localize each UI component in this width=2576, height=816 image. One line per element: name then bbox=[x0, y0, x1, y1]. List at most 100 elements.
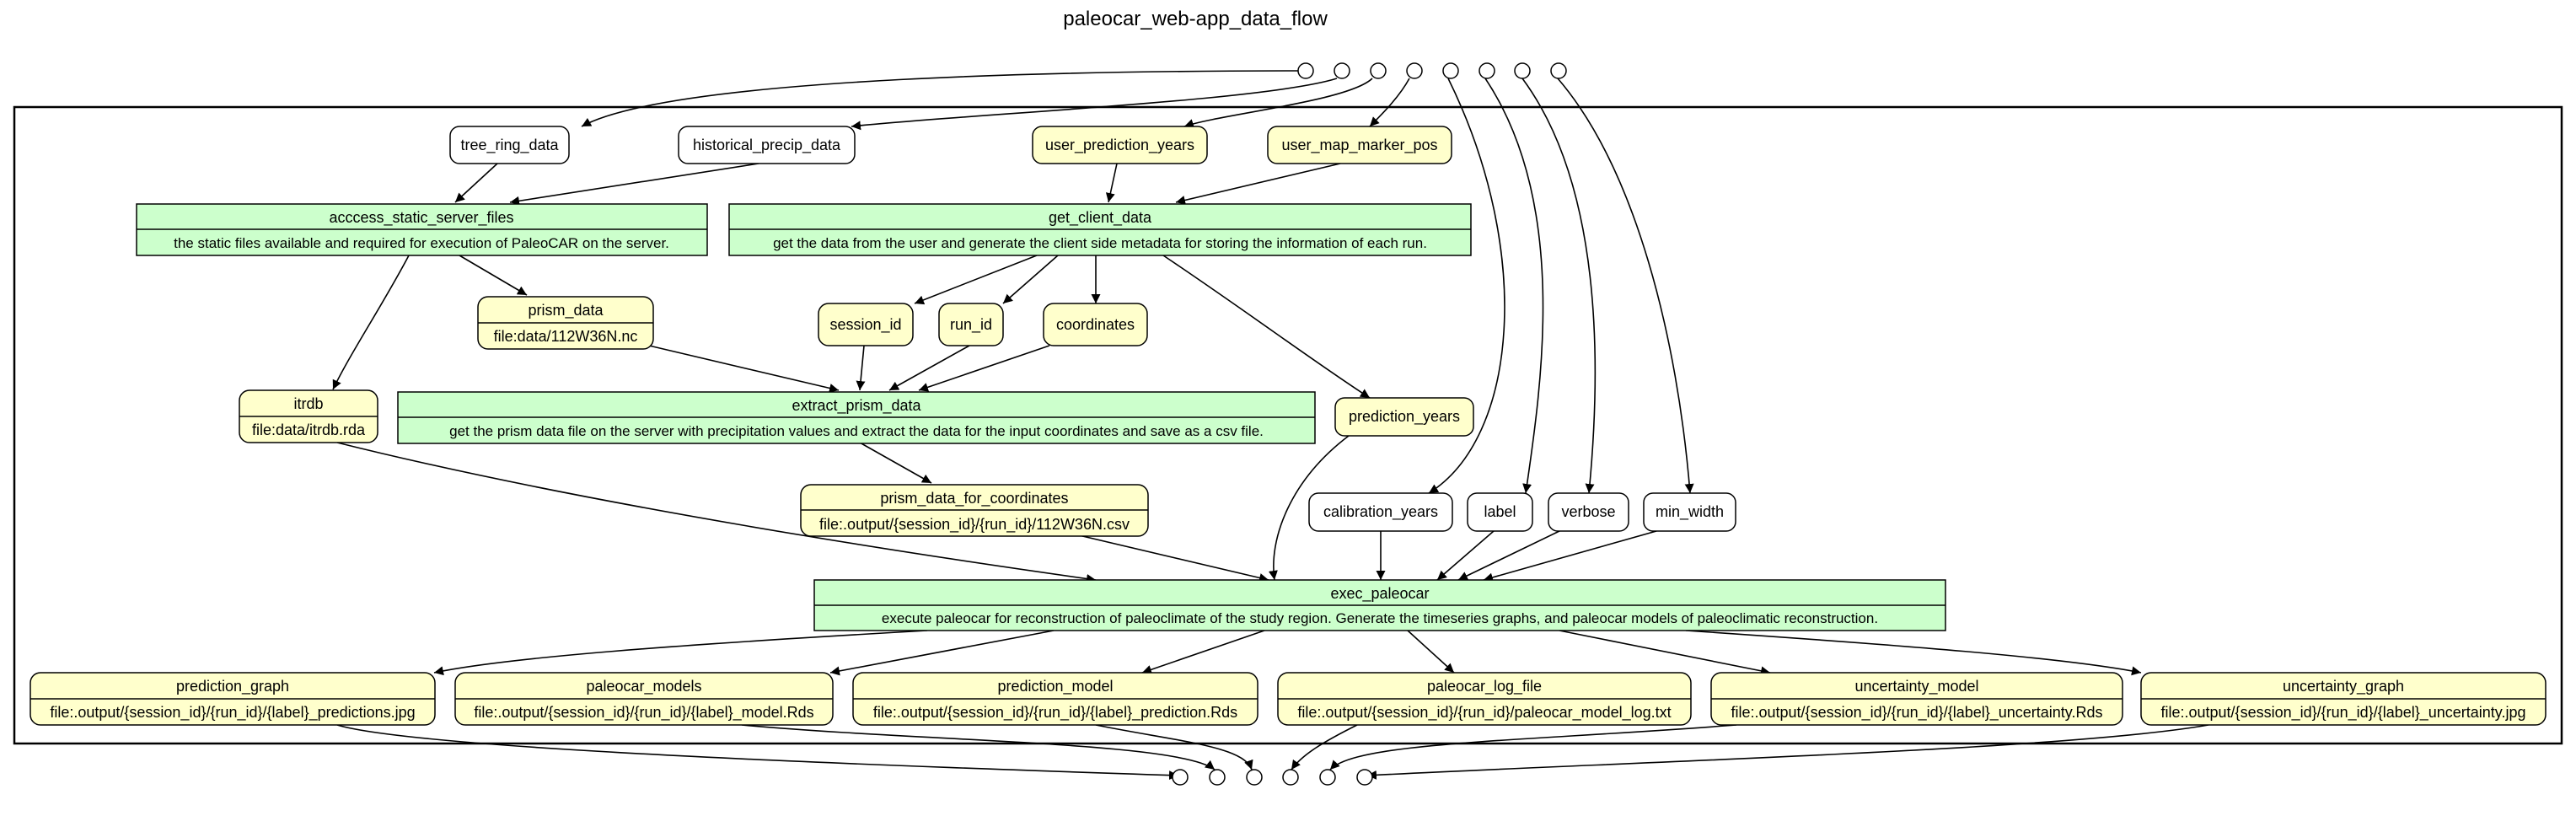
output-port[interactable] bbox=[1356, 769, 1373, 786]
node-label: paleocar_log_file bbox=[1427, 678, 1542, 695]
data-prediction-graph[interactable]: prediction_graph file:.output/{session_i… bbox=[30, 672, 436, 726]
param-min-width[interactable]: min_width bbox=[1643, 492, 1736, 532]
input-port[interactable] bbox=[1297, 62, 1314, 79]
input-port[interactable] bbox=[1442, 62, 1459, 79]
data-prediction-years[interactable]: prediction_years bbox=[1334, 397, 1474, 437]
edge-out-prediction-graph bbox=[336, 724, 1179, 781]
params: tree_ring_data historical_precip_data ca… bbox=[449, 126, 1736, 532]
input-port[interactable] bbox=[1406, 62, 1423, 79]
edge-out-paleocar-models bbox=[741, 724, 1216, 770]
node-file-path: file:.output/{session_id}/{run_id}/{labe… bbox=[50, 704, 415, 722]
process-description: the static files available and required … bbox=[174, 235, 669, 251]
data-uncertainty-model[interactable]: uncertainty_model file:.output/{session_… bbox=[1710, 672, 2123, 726]
edge-itrdb-to-exec bbox=[336, 442, 1097, 583]
edge-exec-to-uncertainty-model bbox=[1559, 630, 1771, 676]
edge-exec-to-prediction-model bbox=[1141, 630, 1265, 674]
edge-exec-to-paleocar-models bbox=[829, 630, 1055, 676]
data-run-id[interactable]: run_id bbox=[938, 303, 1004, 346]
edge-user-marker-to-client bbox=[1175, 163, 1341, 205]
process-description: get the data from the user and generate … bbox=[773, 235, 1427, 251]
process-title: get_client_data bbox=[1049, 209, 1152, 227]
data-nodes: user_prediction_years user_map_marker_po… bbox=[30, 126, 2546, 726]
node-label: min_width bbox=[1656, 503, 1724, 521]
output-port[interactable] bbox=[1172, 769, 1189, 786]
edge-historical-to-access bbox=[509, 163, 759, 206]
output-port[interactable] bbox=[1246, 769, 1263, 786]
node-label: verbose bbox=[1561, 503, 1615, 520]
edge-tree-ring-to-access bbox=[454, 163, 498, 203]
edge-session-to-extract bbox=[856, 345, 866, 391]
node-label: historical_precip_data bbox=[693, 137, 841, 154]
input-port[interactable] bbox=[1514, 62, 1531, 79]
node-label: run_id bbox=[950, 316, 992, 334]
edge-coordinates-to-extract bbox=[918, 345, 1050, 392]
process-title: acccess_static_server_files bbox=[329, 209, 513, 227]
workflow-boundary bbox=[13, 105, 2563, 745]
process-title: exec_paleocar bbox=[1330, 585, 1429, 603]
node-label: coordinates bbox=[1056, 316, 1135, 333]
edge-exec-to-log-file bbox=[1407, 630, 1455, 674]
edge-run-to-extract bbox=[888, 345, 970, 391]
data-paleocar-models[interactable]: paleocar_models file:.output/{session_id… bbox=[454, 672, 834, 726]
process-exec-paleocar[interactable]: exec_paleocar execute paleocar for recon… bbox=[813, 579, 1946, 631]
node-file-path: file:.output/{session_id}/{run_id}/{labe… bbox=[1731, 704, 2103, 722]
data-prediction-model[interactable]: prediction_model file:.output/{session_i… bbox=[852, 672, 1258, 726]
edge-prediction-years-to-exec bbox=[1268, 435, 1350, 581]
data-uncertainty-graph[interactable]: uncertainty_graph file:.output/{session_… bbox=[2140, 672, 2546, 726]
input-port[interactable] bbox=[1370, 62, 1387, 79]
edges bbox=[332, 70, 2209, 781]
edge-out-uncertainty-model bbox=[1329, 724, 1737, 770]
node-label: label bbox=[1484, 503, 1516, 520]
node-label: prediction_years bbox=[1349, 408, 1460, 426]
data-coordinates[interactable]: coordinates bbox=[1043, 303, 1148, 346]
param-verbose[interactable]: verbose bbox=[1548, 492, 1629, 532]
output-port[interactable] bbox=[1319, 769, 1336, 786]
process-get-client-data[interactable]: get_client_data get the data from the us… bbox=[728, 203, 1472, 256]
input-port[interactable] bbox=[1479, 62, 1495, 79]
node-file-path: file:.output/{session_id}/{run_id}/{labe… bbox=[474, 704, 813, 722]
edge-in-min-width bbox=[1557, 78, 1694, 494]
data-user-prediction-years[interactable]: user_prediction_years bbox=[1032, 126, 1208, 164]
param-label[interactable]: label bbox=[1467, 492, 1533, 532]
edge-in-calibration-years bbox=[1428, 78, 1505, 494]
node-label: calibration_years bbox=[1323, 503, 1438, 521]
node-label: user_prediction_years bbox=[1045, 137, 1194, 154]
data-paleocar-log-file[interactable]: paleocar_log_file file:.output/{session_… bbox=[1277, 672, 1692, 726]
output-port[interactable] bbox=[1282, 769, 1299, 786]
data-session-id[interactable]: session_id bbox=[818, 303, 914, 346]
edge-client-to-session bbox=[914, 255, 1038, 305]
node-file-path: file:.output/{session_id}/{run_id}/{labe… bbox=[2161, 704, 2526, 722]
node-file-path: file:data/itrdb.rda bbox=[252, 421, 366, 438]
process-access-static-server-files[interactable]: acccess_static_server_files the static f… bbox=[136, 203, 708, 256]
data-prism-data-for-coordinates[interactable]: prism_data_for_coordinates file:.output/… bbox=[800, 484, 1149, 537]
output-port[interactable] bbox=[1209, 769, 1226, 786]
edge-label-to-exec bbox=[1436, 530, 1495, 581]
node-label: uncertainty_model bbox=[1854, 678, 1978, 695]
process-extract-prism-data[interactable]: extract_prism_data get the prism data fi… bbox=[397, 391, 1316, 444]
input-port[interactable] bbox=[1550, 62, 1567, 79]
processes: acccess_static_server_files the static f… bbox=[136, 203, 1946, 631]
process-description: execute paleocar for reconstruction of p… bbox=[882, 610, 1878, 626]
param-historical-precip-data[interactable]: historical_precip_data bbox=[678, 126, 856, 164]
edge-exec-to-prediction-graph bbox=[433, 630, 928, 676]
node-file-path: file:data/112W36N.nc bbox=[494, 328, 638, 345]
data-itrdb[interactable]: itrdb file:data/itrdb.rda bbox=[239, 389, 378, 443]
edge-extract-to-prism-coords bbox=[859, 442, 932, 484]
edge-user-pred-years-to-client bbox=[1105, 163, 1118, 203]
diagram-title: paleocar_web-app_data_flow bbox=[1063, 8, 1328, 30]
process-description: get the prism data file on the server wi… bbox=[449, 423, 1264, 439]
param-calibration-years[interactable]: calibration_years bbox=[1308, 492, 1453, 532]
node-label: itrdb bbox=[293, 395, 323, 412]
node-file-path: file:.output/{session_id}/{run_id}/paleo… bbox=[1297, 704, 1671, 722]
data-user-map-marker-pos[interactable]: user_map_marker_pos bbox=[1267, 126, 1452, 164]
node-label: prediction_model bbox=[997, 678, 1113, 695]
edge-out-uncertainty-graph bbox=[1366, 724, 2209, 780]
data-prism-data[interactable]: prism_data file:data/112W36N.nc bbox=[477, 296, 654, 350]
edge-out-prediction-model bbox=[1095, 724, 1253, 770]
input-port[interactable] bbox=[1334, 62, 1350, 79]
param-tree-ring-data[interactable]: tree_ring_data bbox=[449, 126, 570, 164]
edge-out-log-file bbox=[1291, 724, 1358, 770]
edge-client-to-run bbox=[1002, 255, 1059, 304]
edge-client-to-prediction-years bbox=[1162, 255, 1371, 399]
